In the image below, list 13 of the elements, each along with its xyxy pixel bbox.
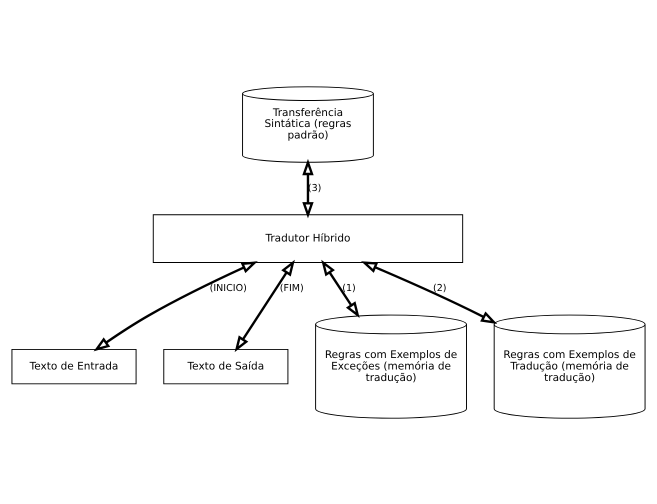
edge-label: (2): [432, 282, 447, 294]
arrow: [94, 260, 258, 351]
edge-label: (3): [308, 182, 322, 194]
edge-label: (INICIO): [210, 282, 247, 294]
edge-label: (FIM): [280, 282, 304, 294]
arrow: [234, 259, 295, 352]
node-box: Tradutor Híbrido: [152, 214, 464, 262]
edge-label: (1): [342, 282, 356, 294]
arrow: [321, 259, 360, 318]
arrow: [302, 158, 314, 218]
node-box: Texto de Saída: [163, 348, 288, 384]
arrow: [361, 260, 498, 324]
node-box: Texto de Entrada: [11, 348, 137, 384]
